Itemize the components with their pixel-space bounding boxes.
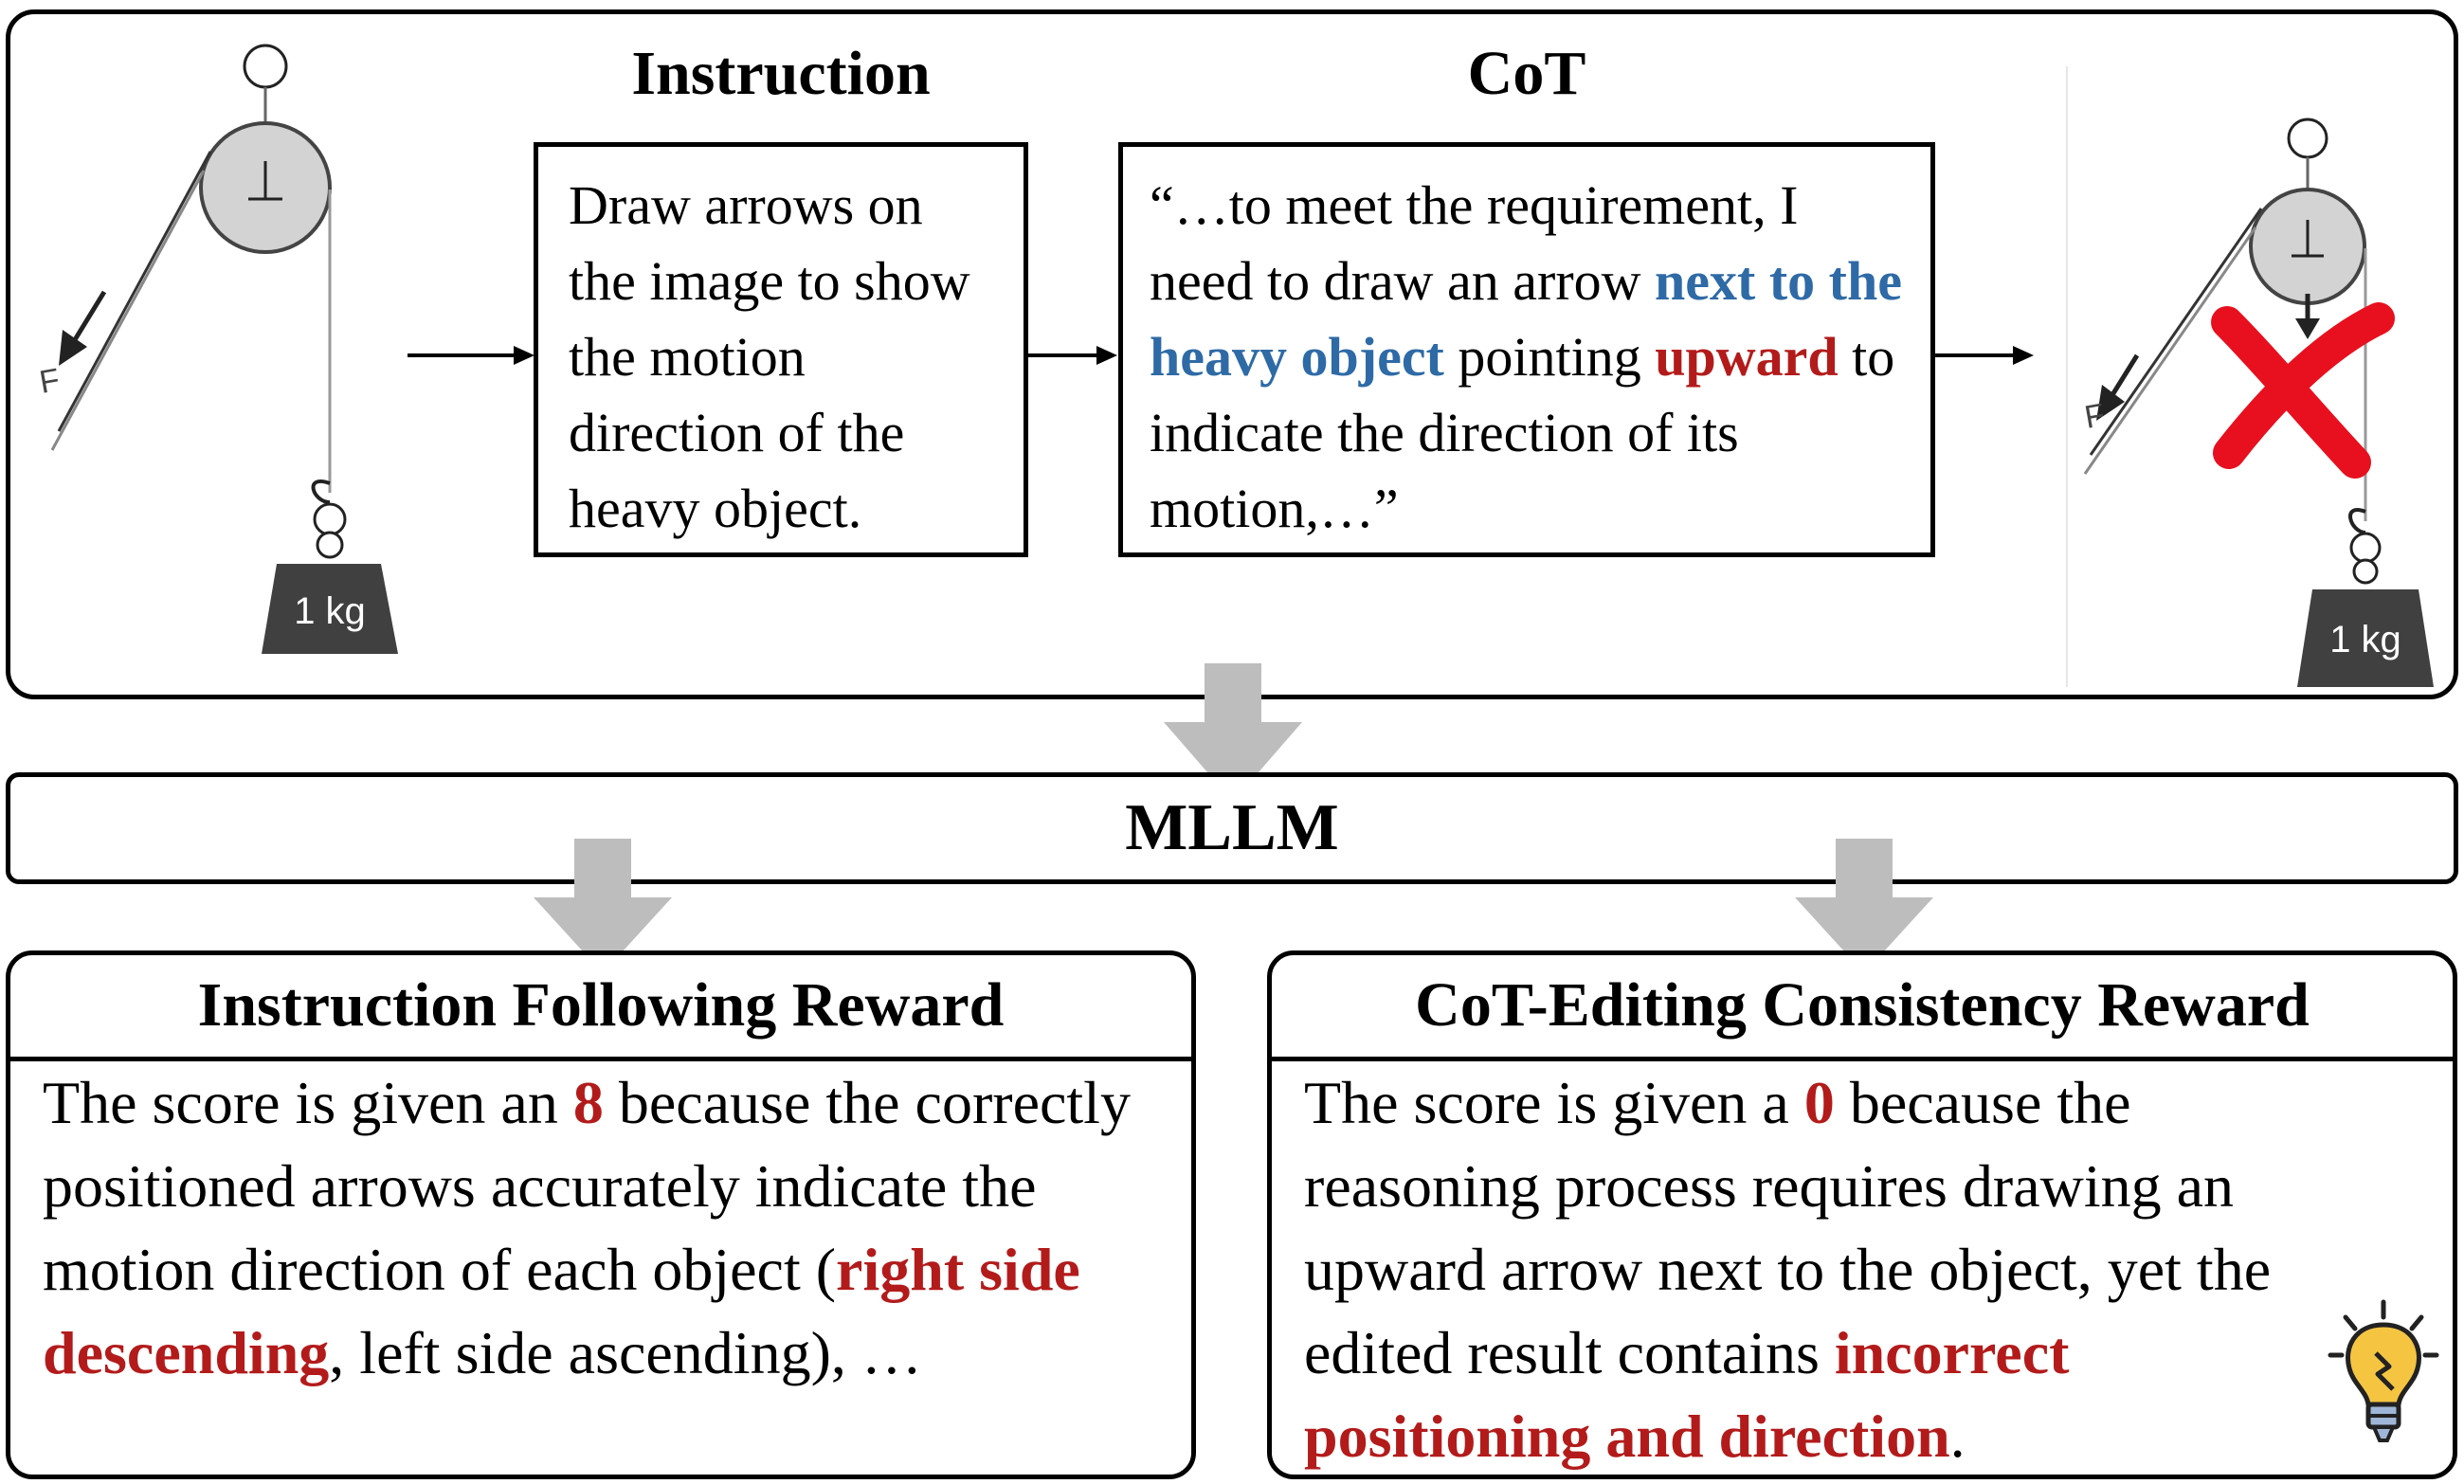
mllm-box: MLLM [6, 772, 2458, 884]
arrow-right-icon [1028, 346, 1117, 365]
gray-down-arrow-icon [534, 839, 672, 973]
gray-down-arrow-icon [1164, 663, 1302, 802]
instruction-text: Draw arrows on the image to show the mot… [569, 174, 970, 539]
instruction-heading: Instruction [631, 39, 931, 108]
cot-text-part1: “…to meet the requirement, I need to dra… [1150, 174, 1799, 312]
cot-highlight-direction: upward [1655, 326, 1839, 388]
cot-box: “…to meet the requirement, I need to dra… [1118, 142, 1935, 557]
reward-score: 0 [1803, 1069, 1835, 1136]
pulley-diagram-edited: F 1 kg [2066, 66, 2434, 687]
reward-score: 8 [572, 1069, 604, 1136]
reward-text-part3: . [1949, 1403, 1966, 1470]
cot-text-part2: pointing [1443, 326, 1656, 388]
weight-label: 1 kg [2329, 619, 2401, 661]
gray-down-arrow-icon [1795, 839, 1933, 973]
cot-highlight-location: next to the heavy object [1150, 250, 1902, 388]
reward-highlight: right side descending [43, 1236, 1080, 1386]
reward-text-part2: because the correctly positioned arrows … [43, 1069, 1131, 1303]
cot-heading: CoT [1467, 39, 1586, 108]
cot-editing-consistency-reward-title: CoT-Editing Consistency Reward [1272, 955, 2453, 1061]
lightbulb-icon [2328, 1299, 2439, 1442]
arrow-right-icon [408, 346, 534, 365]
reward-text-part1: The score is given a [1304, 1069, 1804, 1136]
reward-highlight: incorrect positioning and direction [1304, 1319, 2070, 1470]
instruction-following-reward-text: The score is given an 8 because the corr… [43, 1061, 1163, 1395]
arrow-right-icon [1935, 346, 2034, 365]
force-label: F [37, 362, 63, 401]
reward-text-part1: The score is given an [43, 1069, 573, 1136]
instruction-following-reward-box: Instruction Following Reward The score i… [6, 950, 1196, 1479]
cot-editing-consistency-reward-box: CoT-Editing Consistency Reward The score… [1267, 950, 2457, 1479]
pulley-diagram-original: F 1 kg [37, 44, 398, 654]
reward-text-part3: , left side ascending), … [329, 1319, 922, 1386]
red-cross-icon [2211, 302, 2395, 479]
instruction-following-reward-title: Instruction Following Reward [10, 955, 1191, 1061]
cot-text-part3: to indicate the direction of its motion,… [1150, 326, 1895, 539]
instruction-box: Draw arrows on the image to show the mot… [534, 142, 1028, 557]
weight-label: 1 kg [294, 590, 366, 632]
cot-editing-consistency-reward-text: The score is given a 0 because the reaso… [1304, 1061, 2358, 1475]
mllm-label: MLLM [1125, 791, 1339, 864]
reward-text-part2: because the reasoning process requires d… [1304, 1069, 2272, 1386]
